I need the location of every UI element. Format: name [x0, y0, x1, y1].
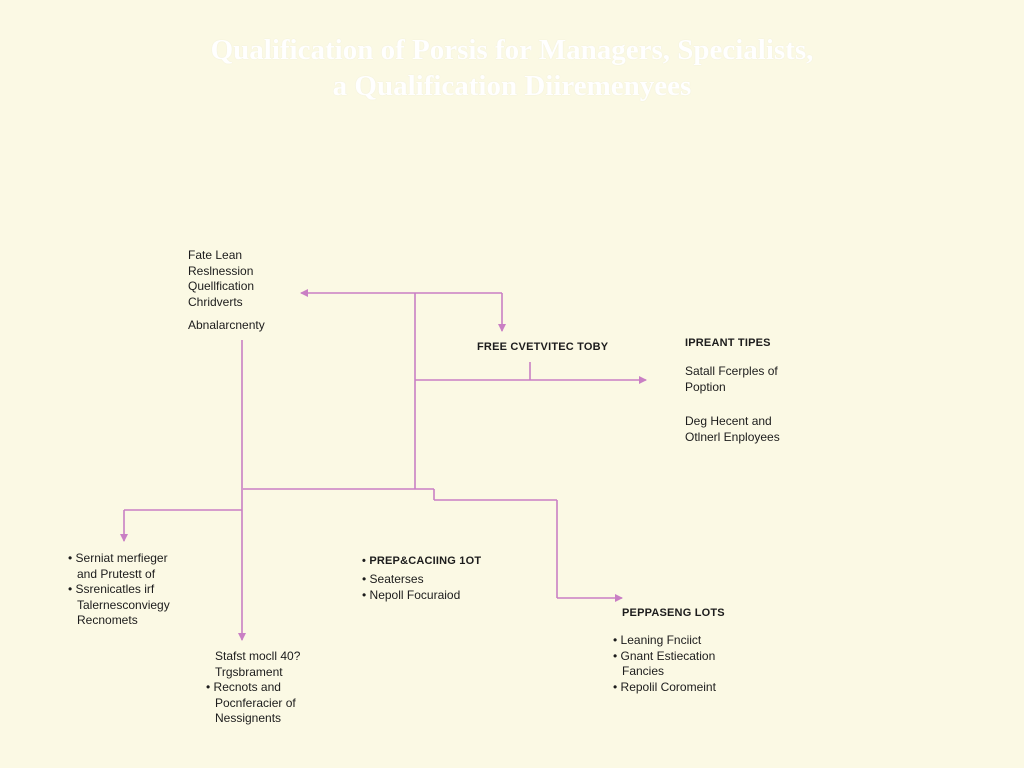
ipreant-node-line: Poption: [685, 379, 726, 394]
ipreant-node-text: Satall Fcerples of Poption: [685, 364, 778, 395]
peppaseng-node-item: Gnant Estiecation: [613, 649, 716, 665]
root-node-line: Reslnession: [188, 263, 254, 278]
peppaseng-node-heading: PEPPASENG LOTS: [622, 607, 725, 619]
stafst-node-item: Nessignents: [215, 711, 282, 725]
stafst-node-item: Stafst mocll 40?: [215, 649, 301, 663]
left-node-item: Recnomets: [77, 613, 138, 627]
ipreant-node-line: Satall Fcerples of: [685, 364, 778, 378]
root-node-line: Fate Lean: [188, 248, 243, 262]
root-node: Fate Lean Reslnession Quellfication Chri…: [188, 248, 254, 310]
free-node-heading: FREE CVETVITEC TOBY: [477, 341, 609, 353]
peppaseng-node-item: Repolil Coromeint: [613, 680, 716, 696]
peppaseng-node-items: Leaning Fnciict Gnant Estiecation Fancie…: [613, 633, 716, 695]
stafst-node: Stafst mocll 40? Trgsbrament Recnots and…: [206, 649, 301, 727]
peppaseng-node-item: Leaning Fnciict: [613, 633, 716, 649]
stafst-node-item: Trgsbrament: [215, 664, 283, 679]
prepsacing-node-items: Seaterses Nepoll Focuraiod: [362, 572, 461, 604]
stafst-node-item: Recnots and: [206, 680, 300, 696]
diagram-title-line-2: a Qualification Diiremenyees: [332, 70, 692, 102]
peppaseng-node-item: Fancies: [622, 664, 665, 678]
ipreant-node-line: Deg Hecent and: [685, 414, 772, 428]
left-node: Serniat merfieger and Prutestt of Ssreni…: [68, 551, 170, 629]
left-node-item: Ssrenicatles irf: [68, 582, 170, 598]
prepsacing-node-item: Seaterses: [362, 572, 460, 588]
root-node-line: Chridverts: [188, 294, 243, 309]
diagram-title-line-1: Qualification of Porsis for Managers, Sp…: [210, 34, 814, 66]
prepsacing-node-item: Nepoll Focuraiod: [362, 588, 461, 604]
left-node-item: Serniat merfieger: [68, 551, 170, 567]
prepsacing-node-heading: PREP&CACIING 1OT: [362, 555, 481, 567]
root-node-line: Quellfication: [188, 279, 255, 293]
left-node-item: Talernesconviegy: [77, 597, 170, 612]
stafst-node-item: Pocnferacier of: [215, 695, 296, 710]
ipreant-node-heading: IPREANT TIPES: [685, 337, 771, 349]
ipreant-node-line: Otlnerl Enployees: [685, 429, 780, 444]
root-node-sub-label: Abnalarcnenty: [188, 318, 265, 332]
left-node-item: and Prutestt of: [77, 566, 156, 581]
ipreant-node-text-2: Deg Hecent and Otlnerl Enployees: [685, 414, 780, 445]
